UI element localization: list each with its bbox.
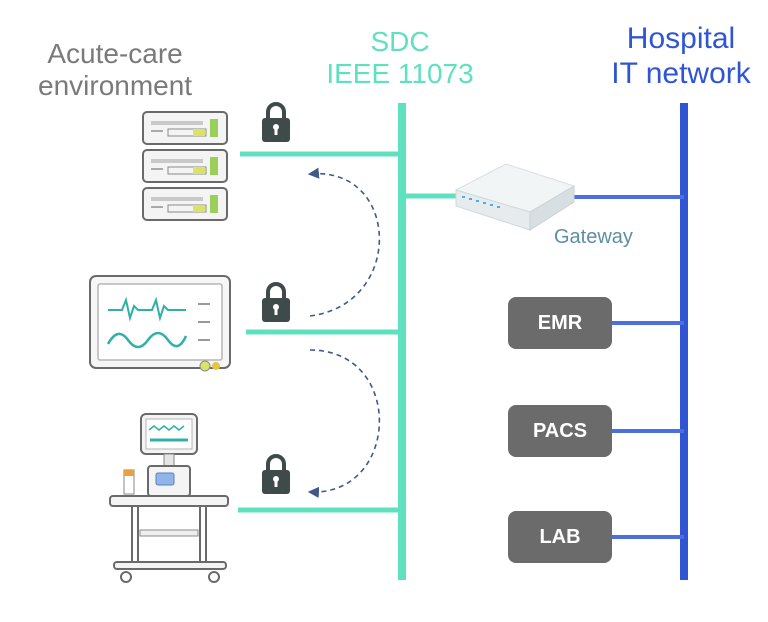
gateway-device-icon[interactable] <box>454 163 576 231</box>
ventilator-cart-icon[interactable] <box>109 413 229 583</box>
acute-care-label-line1: Acute-care <box>47 38 183 69</box>
lock-icon <box>262 102 290 142</box>
sdc-label: SDC IEEE 11073 <box>316 26 484 90</box>
acute-care-label-line2: environment <box>38 70 193 102</box>
hospital-label-line1: Hospital <box>626 22 736 55</box>
pacs-system-box[interactable]: PACS <box>508 405 612 457</box>
lab-system-box[interactable]: LAB <box>508 511 612 563</box>
emr-system-box[interactable]: EMR <box>508 297 612 349</box>
patient-monitor-icon[interactable] <box>89 275 231 372</box>
hospital-label-line2: IT network <box>611 56 751 90</box>
server-rack-icon[interactable] <box>142 111 228 221</box>
lock-icon <box>262 454 290 494</box>
comm-arrow-1 <box>307 167 381 317</box>
lock-icon <box>262 282 290 322</box>
comm-arrow-2 <box>307 349 381 498</box>
sdc-label-line2: IEEE 11073 <box>326 58 474 90</box>
gateway-label: Gateway <box>554 226 633 248</box>
acute-care-label: Acute-care environment <box>38 38 192 102</box>
sdc-label-line1: SDC <box>370 26 430 57</box>
hospital-network-label: Hospital IT network <box>604 22 758 91</box>
